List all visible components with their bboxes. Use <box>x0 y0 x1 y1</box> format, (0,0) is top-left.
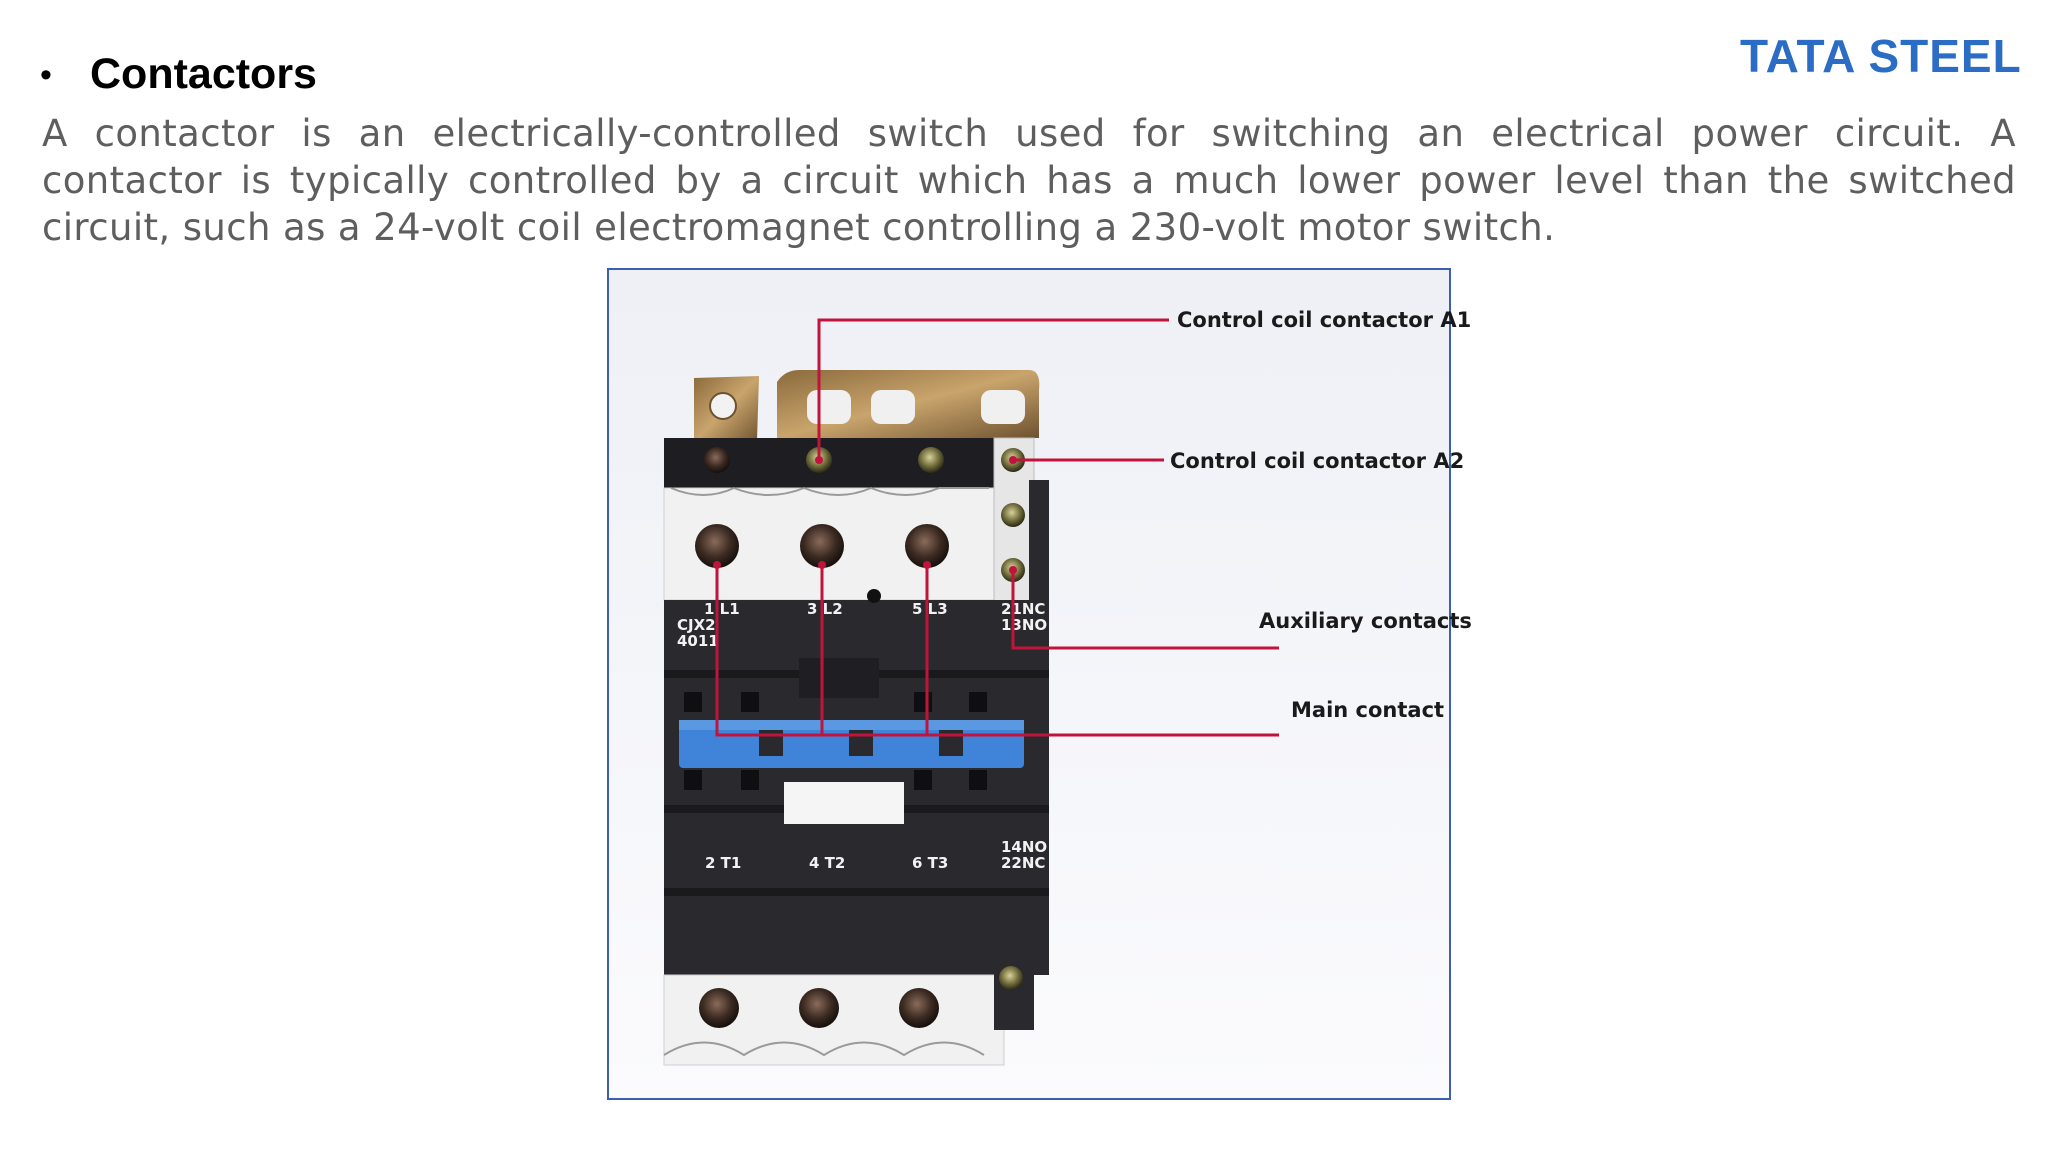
callout-control-coil-a2: Control coil contactor A2 <box>1170 449 1464 473</box>
bullet-marker: • <box>40 55 52 94</box>
terminal-label-t1: 2 T1 <box>705 854 741 872</box>
tata-steel-logo: TATA STEEL <box>1740 30 2022 82</box>
callout-auxiliary-contacts: Auxiliary contacts <box>1259 609 1472 633</box>
aux-label-bottom-1: 14NO <box>1001 838 1047 856</box>
terminal-label-t3: 6 T3 <box>912 854 948 872</box>
callout-main-contact: Main contact <box>1291 698 1444 722</box>
aux-label-top-2: 13NO <box>1001 616 1047 634</box>
slide-heading: • Contactors <box>40 50 317 99</box>
logo-text: TATA STEEL <box>1740 30 2022 82</box>
contactor-illustration: 1 L1 3 L2 5 L3 CJX2 4011 21NC 13NO 2 T1 … <box>609 270 1472 1098</box>
leader-dots <box>713 456 1017 574</box>
terminal-label-l1: 1 L1 <box>704 600 740 618</box>
terminal-label-l2: 3 L2 <box>807 600 843 618</box>
leader-a1 <box>817 318 1169 460</box>
contactor-figure: 1 L1 3 L2 5 L3 CJX2 4011 21NC 13NO 2 T1 … <box>607 268 1472 1100</box>
mounting-bracket <box>694 370 1040 442</box>
model-label-line2: 4011 <box>677 632 719 650</box>
page-title: Contactors <box>90 50 317 98</box>
body-paragraph: A contactor is an electrically-controlle… <box>42 112 2016 249</box>
terminal-label-l3: 5 L3 <box>912 600 948 618</box>
bottom-terminal-block <box>663 960 1034 1066</box>
contactor-body <box>664 589 1049 975</box>
top-terminal-block <box>663 437 1049 609</box>
callout-leaders <box>715 318 1279 737</box>
leader-aux <box>1011 570 1279 650</box>
terminal-label-t2: 4 T2 <box>809 854 845 872</box>
aux-label-bottom-2: 22NC <box>1001 854 1045 872</box>
callout-control-coil-a1: Control coil contactor A1 <box>1177 308 1471 332</box>
leader-main <box>715 565 1279 737</box>
model-label-line1: CJX2 <box>677 616 716 634</box>
